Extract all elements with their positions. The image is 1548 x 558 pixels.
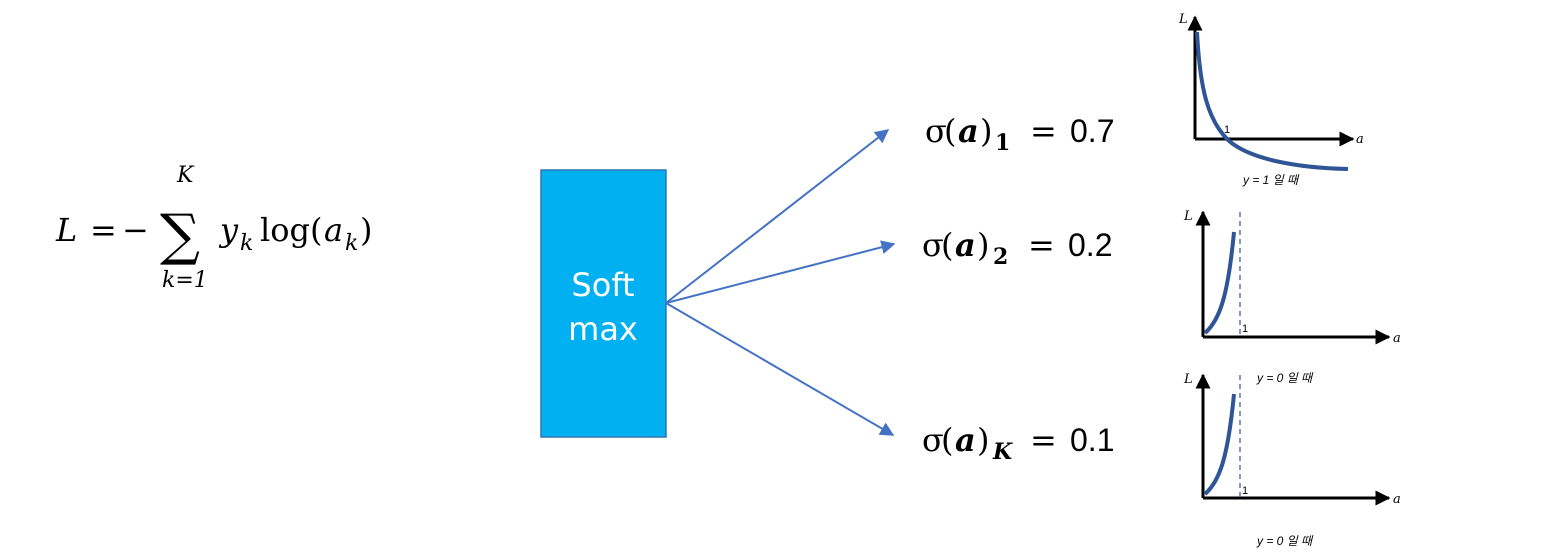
plot-1-curve [1195,31,1349,171]
output-k-equals: = [1030,421,1057,459]
softmax-block: Soft max [540,169,667,438]
arrow-to-output-1 [665,129,890,304]
output-2-value: 0.2 [1068,227,1112,263]
formula-a: a [324,211,343,249]
formula-equals: = [90,211,117,249]
output-1: σ ( a ) 1 = 0.7 [925,112,1114,156]
output-2-subscript: 2 [993,244,1008,270]
plot-2-y-label: L [1183,209,1193,224]
loss-plot-3: L a 1 y = 0 일 때 [1183,372,1401,548]
output-1-equals: = [1030,112,1057,150]
plot-3-x-label: a [1393,492,1401,507]
formula-open-paren: ( [310,211,322,249]
output-k-sigma: σ [922,421,944,459]
formula-sum-lower: k=1 [162,268,208,293]
loss-plot-2: L a 1 y = 0 일 때 [1183,209,1401,385]
output-2-close-paren: ) [977,226,989,264]
output-2-arg: a [955,226,976,264]
output-k-subscript: K [992,439,1013,465]
plot-1-y-label: L [1178,12,1188,27]
plot-3-tick-label: 1 [1242,485,1248,497]
formula-sum-upper: K [176,163,195,188]
output-1-arg: a [958,112,979,150]
output-k-close-paren: ) [977,421,989,459]
formula-log: log [260,211,310,249]
output-1-value: 0.7 [1070,113,1114,149]
formula-close-paren: ) [360,211,372,249]
output-2-equals: = [1028,226,1055,264]
plot-3-y-label: L [1183,372,1193,387]
output-k: σ ( a ) K = 0.1 [922,421,1114,465]
formula-minus: − [122,211,149,249]
plot-1-caption: y = 1 일 때 [1242,173,1300,187]
plot-3-curve [1203,393,1236,496]
output-2-open-paren: ( [941,226,953,264]
output-1-subscript: 1 [995,130,1010,156]
softmax-label-line1: Soft [571,266,634,304]
softmax-label-line2: max [568,310,638,348]
plot-2-tick-label: 1 [1242,323,1248,335]
softmax-box [540,169,667,438]
loss-plot-1: L a 1 y = 1 일 때 [1178,12,1364,187]
formula-a-subscript: k [345,231,358,256]
arrow-to-output-k [665,302,895,436]
output-1-open-paren: ( [944,112,956,150]
formula-lhs: L [55,211,77,249]
plot-2-caption: y = 0 일 때 [1256,371,1314,385]
output-1-close-paren: ) [980,112,992,150]
output-arrows [665,129,896,436]
plot-1-tick-label: 1 [1224,124,1230,136]
plot-3-caption: y = 0 일 때 [1256,534,1314,548]
arrow-to-output-2 [665,240,896,304]
plot-1-x-label: a [1356,132,1364,147]
output-k-value: 0.1 [1070,422,1114,458]
output-1-sigma: σ [925,112,947,150]
formula-sum-symbol: ∑ [160,203,200,268]
output-2-sigma: σ [922,226,944,264]
output-2: σ ( a ) 2 = 0.2 [922,226,1112,270]
plot-2-curve [1203,231,1236,335]
output-k-arg: a [955,421,976,459]
formula-y: y [218,211,239,249]
loss-formula: L = − ∑ K k=1 y k log ( a k ) [55,163,372,293]
formula-y-subscript: k [240,231,253,256]
output-k-open-paren: ( [941,421,953,459]
plot-2-x-label: a [1393,331,1401,346]
